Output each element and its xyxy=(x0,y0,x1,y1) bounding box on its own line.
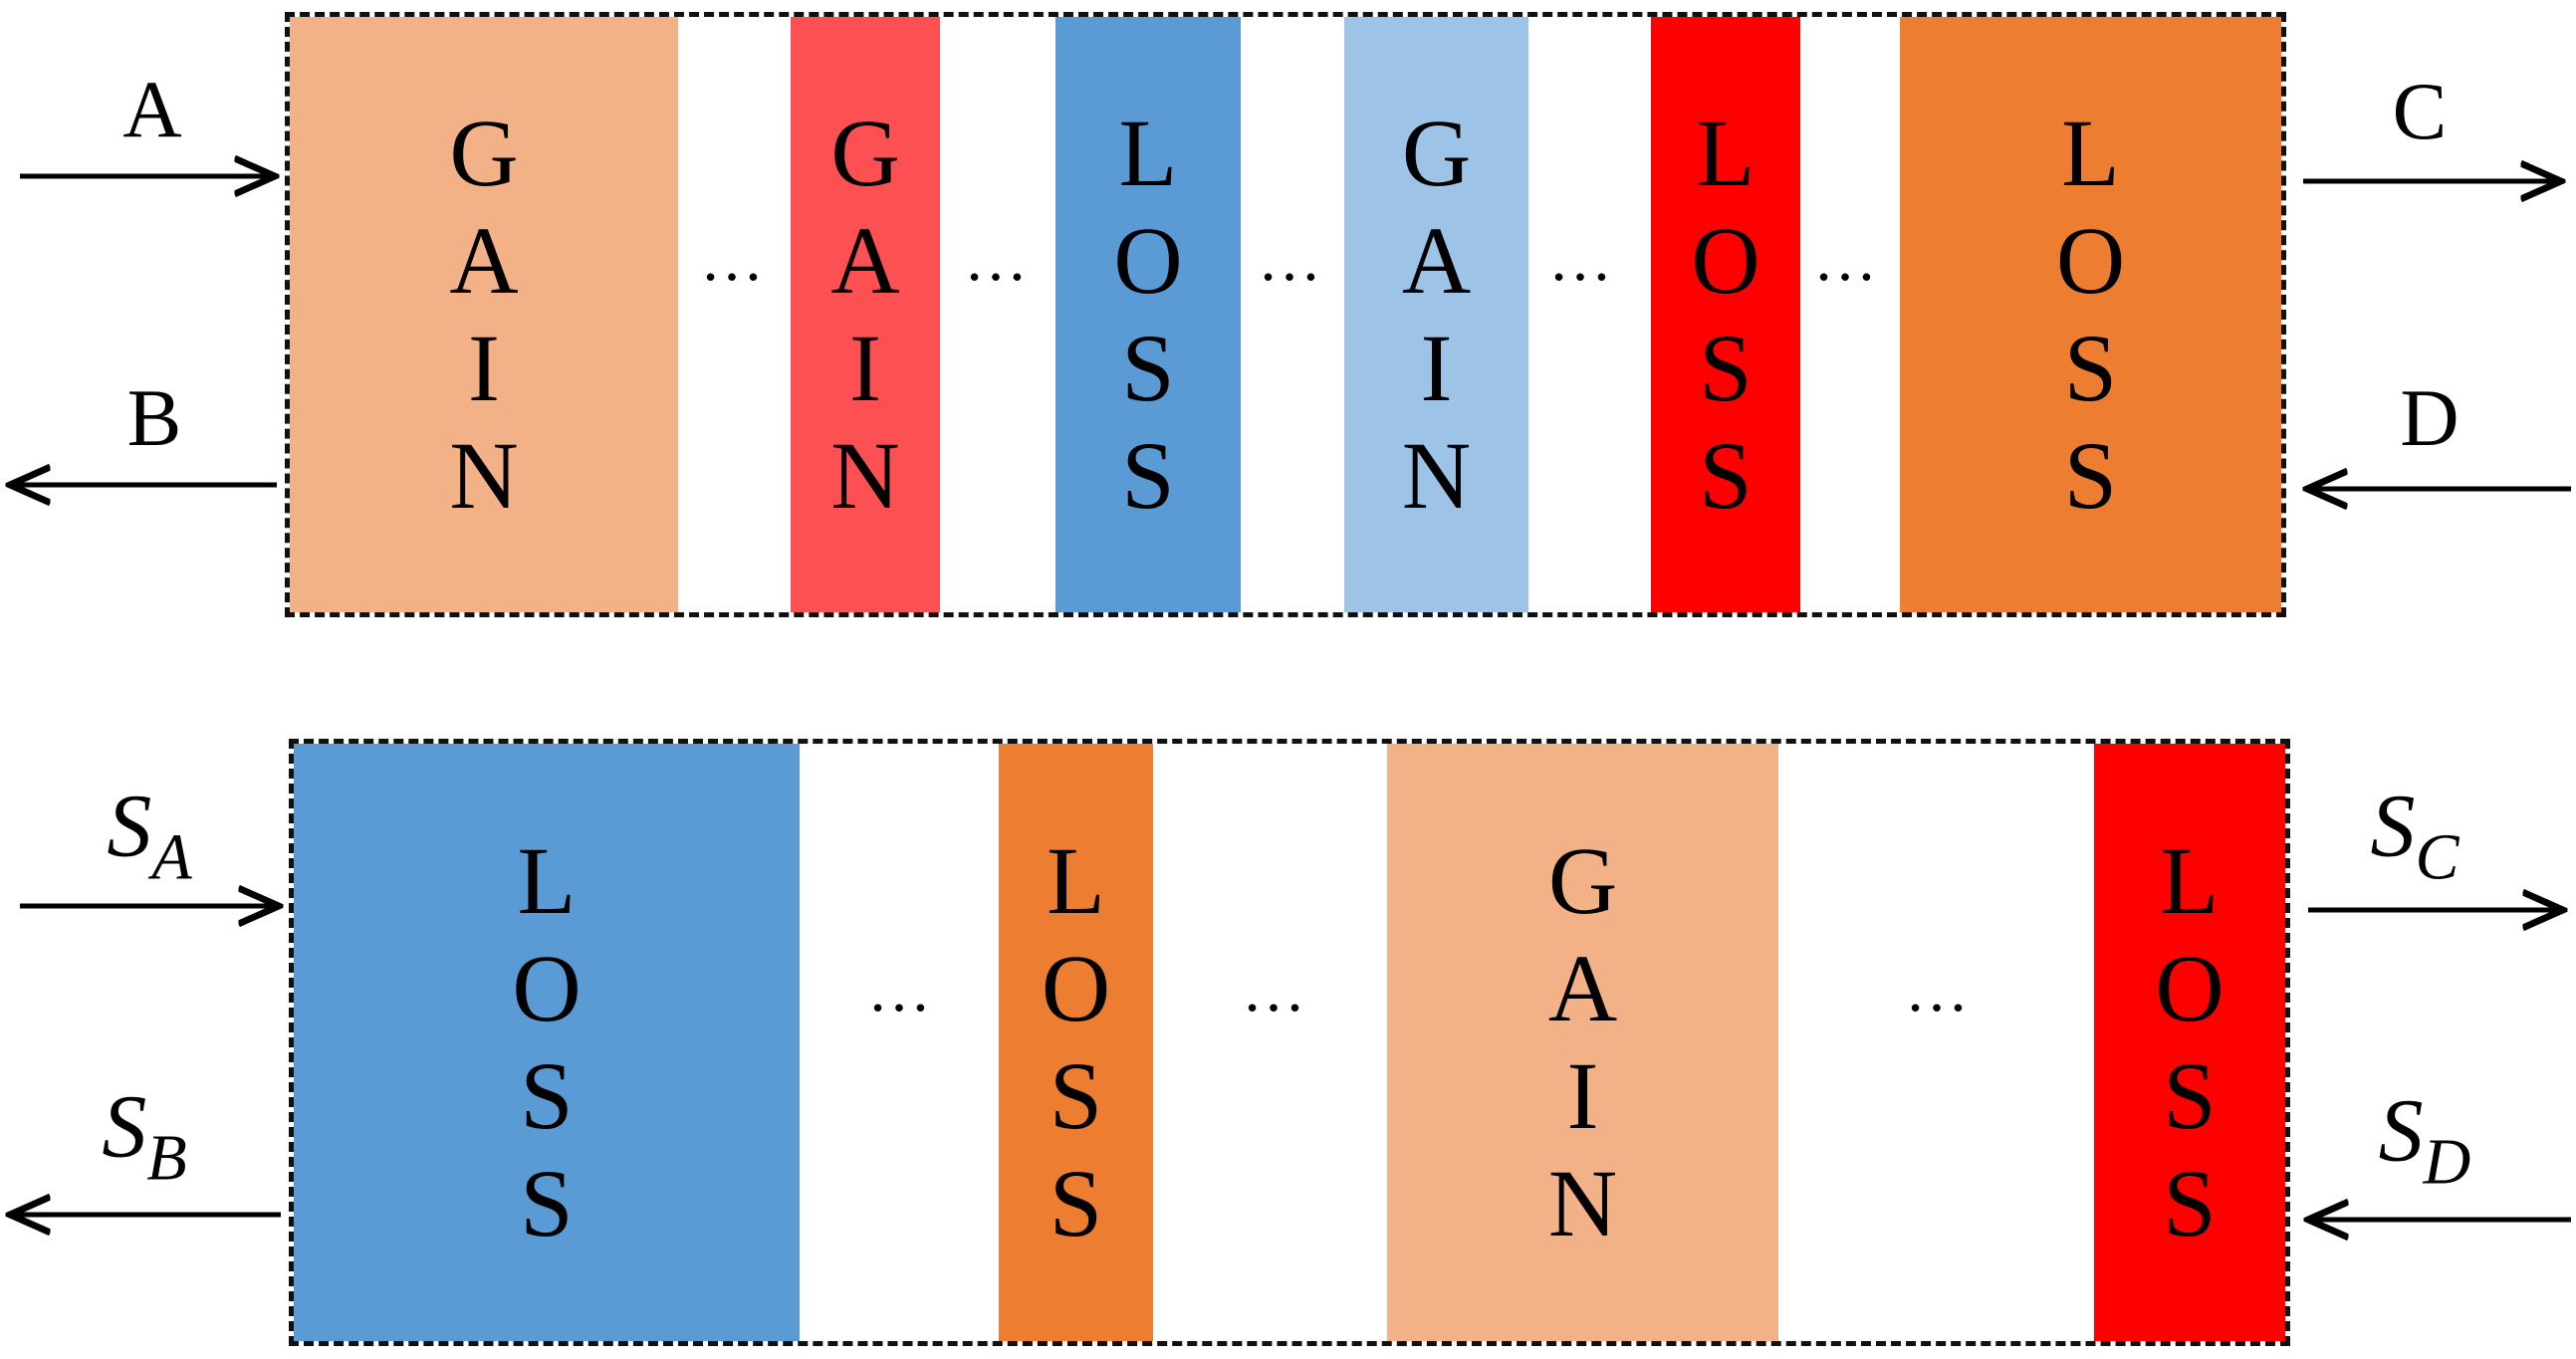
layer-letter: L xyxy=(2160,827,2220,934)
layer-letter: L xyxy=(1118,100,1178,206)
layer-letter: S xyxy=(520,1042,574,1149)
layer-letter: S xyxy=(1699,422,1753,529)
port-label-a: A xyxy=(122,64,182,154)
ellipsis: … xyxy=(1258,223,1327,294)
layer-letter: A xyxy=(1401,207,1472,314)
bottom-layer-stack xyxy=(289,739,2290,1346)
layer-letter: G xyxy=(1547,827,1618,934)
layer-letter: O xyxy=(1691,207,1760,314)
layer-letter: S xyxy=(2163,1042,2217,1149)
layer-letter: S xyxy=(2063,422,2118,529)
layer-letter: A xyxy=(449,207,519,314)
layer-letter: A xyxy=(830,207,900,314)
layer-letter: G xyxy=(1401,100,1472,206)
layer-letter: S xyxy=(1049,1042,1103,1149)
layer-letter: A xyxy=(1547,935,1618,1041)
ellipsis: … xyxy=(1905,954,1975,1024)
ellipsis: … xyxy=(1242,954,1311,1024)
top-layer-stack xyxy=(285,12,2286,617)
layer-letter: N xyxy=(830,422,900,529)
layer-letter: L xyxy=(2061,100,2120,206)
layer-letter: I xyxy=(1420,315,1453,421)
layer-letter: I xyxy=(1566,1042,1599,1149)
layer-letter: L xyxy=(1047,827,1105,934)
layer-letter: O xyxy=(1113,207,1183,314)
layer-letter: S xyxy=(2163,1150,2217,1256)
port-label-d: D xyxy=(2400,372,2459,463)
layer-letter: N xyxy=(1547,1150,1618,1256)
layer-letter: S xyxy=(1699,315,1753,421)
ellipsis: … xyxy=(1548,223,1618,294)
port-label-b: B xyxy=(126,372,182,463)
layer-letter: O xyxy=(2155,935,2225,1041)
ellipsis: … xyxy=(867,954,937,1024)
port-label-sd: SD xyxy=(2378,1081,2471,1199)
ellipsis: … xyxy=(700,223,770,294)
layer-letter: O xyxy=(2055,207,2126,314)
port-label-c: C xyxy=(2392,66,2448,156)
port-label-sa: SA xyxy=(107,777,192,894)
layer-letter: S xyxy=(520,1150,574,1256)
layer-letter: O xyxy=(1041,935,1111,1041)
layer-letter: S xyxy=(2063,315,2118,421)
layer-letter: S xyxy=(1121,422,1175,529)
layer-letter: O xyxy=(512,935,582,1041)
ellipsis: … xyxy=(964,223,1034,294)
layer-letter: N xyxy=(449,422,519,529)
layer-letter: S xyxy=(1049,1150,1103,1256)
layer-letter: L xyxy=(1696,100,1756,206)
port-label-sc: SC xyxy=(2370,777,2459,894)
layer-letter: I xyxy=(468,315,500,421)
layer-letter: G xyxy=(449,100,519,206)
layer-letter: L xyxy=(517,827,577,934)
layer-letter: S xyxy=(1121,315,1175,421)
ellipsis: … xyxy=(1813,223,1883,294)
port-label-sb: SB xyxy=(102,1077,187,1195)
layer-letter: I xyxy=(849,315,881,421)
layer-letter: G xyxy=(830,100,900,206)
layer-letter: N xyxy=(1401,422,1472,529)
